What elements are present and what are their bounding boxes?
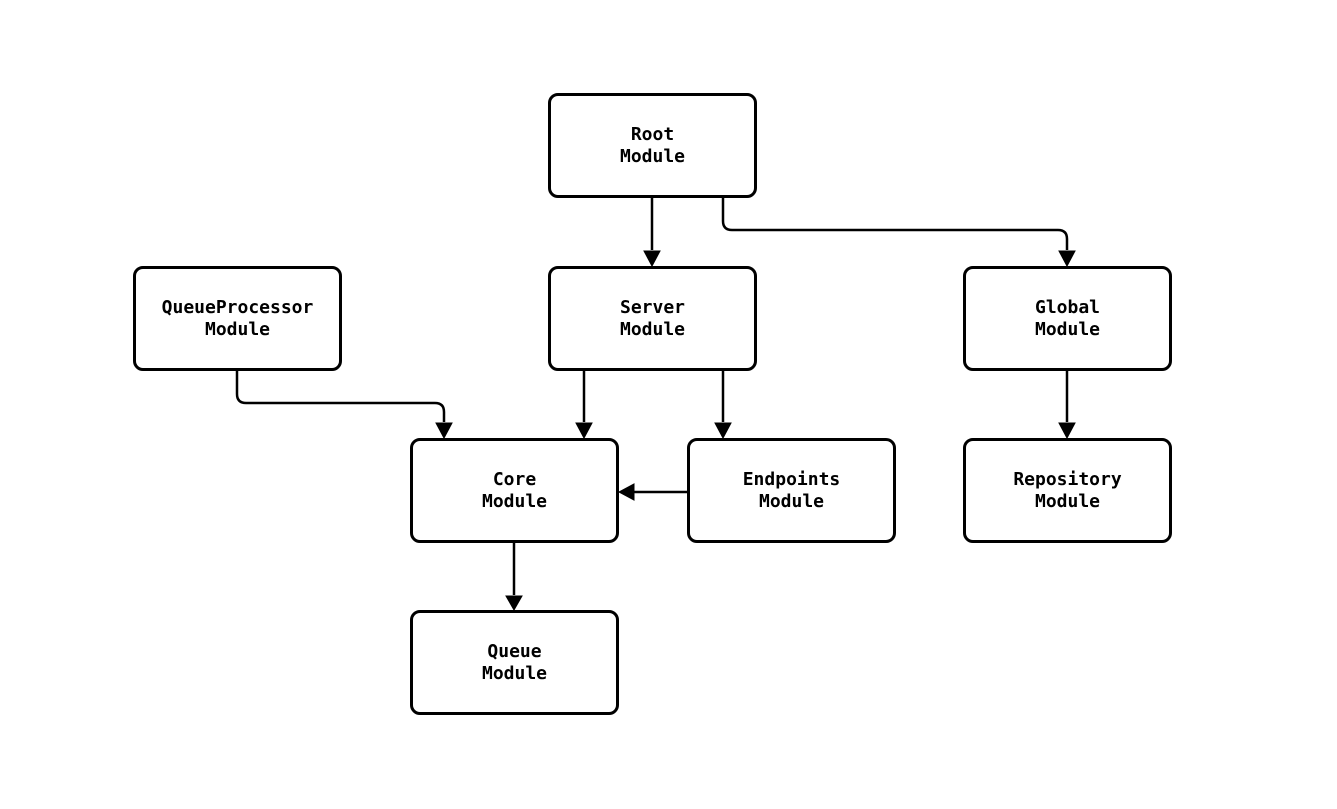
node-label-line: Module (204, 318, 271, 340)
arrowhead-down-icon (714, 422, 732, 440)
arrowhead-down-icon (1058, 250, 1076, 268)
node-label-line: Root (630, 123, 675, 145)
node-label-line: Server (619, 296, 686, 318)
node-label-line: Module (481, 662, 548, 684)
arrowhead-down-icon (435, 422, 453, 440)
node-label-line: Module (758, 490, 825, 512)
edge-queueprocessor-to-core (235, 371, 453, 440)
edge-endpoints-to-core (617, 483, 687, 501)
edge-root-to-server (643, 198, 661, 268)
node-global-module: Global Module (963, 266, 1172, 371)
node-label-line: Module (619, 145, 686, 167)
arrowhead-down-icon (643, 250, 661, 268)
node-root-module: Root Module (548, 93, 757, 198)
node-label-line: Module (619, 318, 686, 340)
node-label-line: Global (1034, 296, 1101, 318)
node-label-line: Module (1034, 318, 1101, 340)
node-label-line: Endpoints (742, 468, 841, 490)
arrowhead-down-icon (575, 422, 593, 440)
node-endpoints-module: Endpoints Module (687, 438, 896, 543)
edge-server-to-core (575, 371, 593, 440)
edge-global-to-repository (1058, 371, 1076, 440)
arrowhead-down-icon (505, 595, 523, 612)
node-label-line: Core (492, 468, 537, 490)
node-repository-module: Repository Module (963, 438, 1172, 543)
edge-server-to-endpoints (714, 371, 732, 440)
node-server-module: Server Module (548, 266, 757, 371)
edge-core-to-queue (505, 543, 523, 612)
node-queue-module: Queue Module (410, 610, 619, 715)
node-label-line: Module (1034, 490, 1101, 512)
node-queueprocessor-module: QueueProcessor Module (133, 266, 342, 371)
node-core-module: Core Module (410, 438, 619, 543)
edge-root-to-global (721, 198, 1076, 268)
arrowhead-down-icon (1058, 422, 1076, 440)
node-label-line: Repository (1013, 468, 1122, 490)
node-label-line: Module (481, 490, 548, 512)
node-label-line: QueueProcessor (161, 296, 314, 318)
arrowhead-left-icon (617, 483, 635, 501)
node-label-line: Queue (487, 640, 542, 662)
